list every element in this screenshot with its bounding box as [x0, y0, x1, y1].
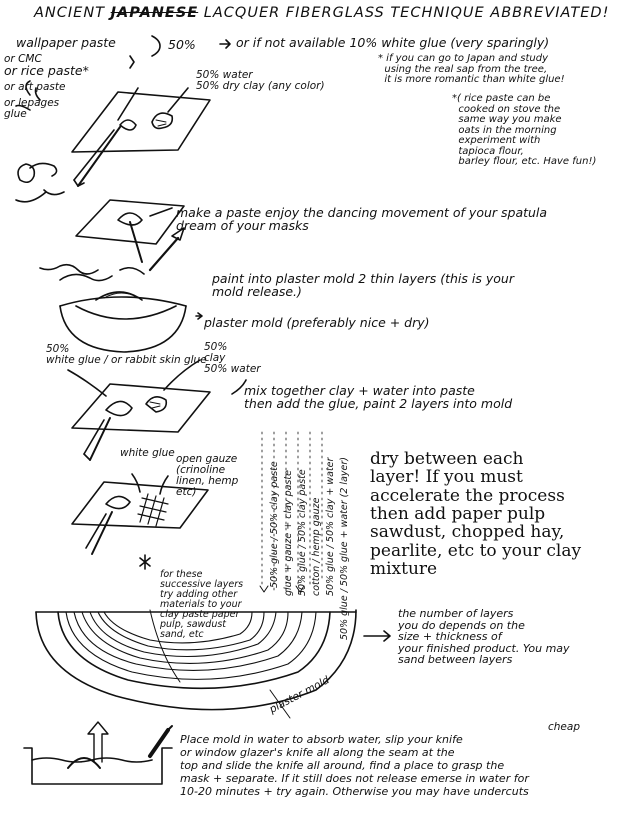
- japan-sap-note: * if you can go to Japan and study using…: [378, 53, 565, 85]
- open-gauze-label: open gauze (crinoline linen, hemp etc): [176, 453, 239, 499]
- hand-doodle: [15, 162, 65, 203]
- step3-sheet-icon: [67, 359, 247, 461]
- paste-option-lepages: or lepages glue: [4, 97, 60, 121]
- ratio-50: 50%: [168, 37, 196, 52]
- bowl-mold-icon: [59, 291, 203, 353]
- paste-option-rice: or rice paste*: [4, 63, 89, 78]
- successive-layers-note: for these successive layers try adding o…: [160, 569, 244, 640]
- layered-mold-icon: [35, 431, 357, 719]
- step2-mix-icon: [75, 199, 185, 263]
- layer-label: glue + gauze + clay paste: [283, 470, 294, 596]
- layer-label: cotton / hemp gauze: [311, 497, 322, 596]
- paste-option-cmc: or CMC: [4, 53, 42, 65]
- layers-note: the number of layers you do depends on t…: [398, 607, 570, 667]
- brush-hand-icon: [39, 227, 185, 282]
- clay-water-ratio: 50% clay 50% water: [204, 341, 261, 376]
- paste-option-art: or art paste: [4, 81, 66, 93]
- step1-sheet-icon: [15, 80, 211, 187]
- layer-label: 50% glue / 50% glue + water (2 layer): [339, 457, 350, 640]
- water-tray-icon: [23, 721, 173, 785]
- layer-label: 50% glue / 50% clay + water: [325, 457, 336, 596]
- or-if-not-available: or if not available 10% white glue (very…: [236, 35, 550, 50]
- dry-between-note: dry between each layer! If you must acce…: [370, 449, 582, 580]
- paste-option-wallpaper: wallpaper paste: [16, 35, 116, 50]
- rice-paste-note: *( rice paste can be cooked on stove the…: [452, 93, 597, 167]
- step4-gauze-icon: [71, 473, 209, 555]
- layer-label: 50% glue / 50% clay paste: [297, 469, 308, 596]
- layer-label: 50% glue / 50% clay paste: [269, 461, 280, 588]
- cheap-annotation: cheap: [548, 721, 580, 733]
- asterisk-1: [139, 554, 151, 570]
- plaster-mold-text: plaster mold (preferably nice + dry): [204, 315, 430, 330]
- brace-1: [151, 35, 161, 57]
- make-paste-text: make a paste enjoy the dancing movement …: [176, 205, 548, 234]
- paint-plaster-text: paint into plaster mold 2 thin layers (t…: [212, 271, 514, 300]
- water-clay-ratio: 50% water 50% dry clay (any color): [196, 69, 325, 93]
- white-glue-ratio: 50% white glue / or rabbit skin glue: [46, 343, 207, 367]
- mix-together-text: mix together clay + water into paste the…: [244, 383, 513, 412]
- arrow-or: [219, 39, 231, 49]
- white-glue-label: white glue: [120, 447, 175, 459]
- brace-2: [129, 55, 135, 69]
- page-title: ANCIENT JAPANESE LACQUER FIBERGLASS TECH…: [34, 5, 610, 21]
- arrow-layers: [363, 630, 391, 642]
- final-instruction: Place mold in water to absorb water, sli…: [180, 733, 529, 798]
